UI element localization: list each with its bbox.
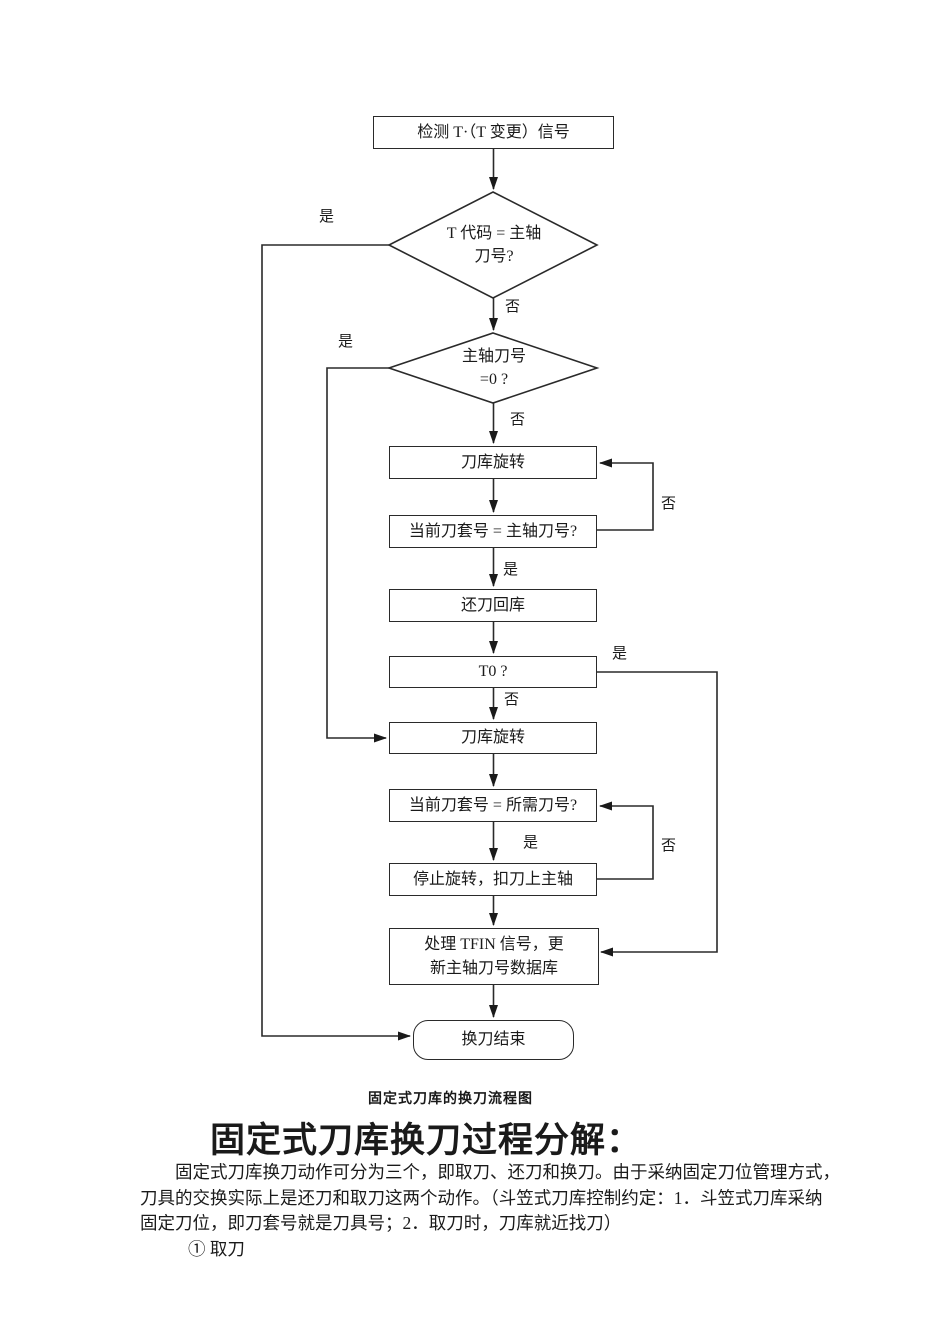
edge-label-loop2-no: 否 [660,838,678,855]
edge-t0-yes-tfin [597,671,718,957]
node-process-tfin: 处理 TFIN 信号，更 新主轴刀号数据库 [389,928,599,985]
paragraph-line: 固定式刀库换刀动作可分为三个，即取刀、还刀和换刀。由于采纳固定刀位管理方式， [175,1162,840,1182]
edge-label-t0-no: 否 [503,692,521,709]
node-rotate-magazine-1: 刀库旋转 [389,446,597,479]
node-t0-question: T0 ? [389,656,597,688]
edge-stop-no-qpn-loop [597,801,654,880]
edge-label-d1-yes: 是 [318,209,336,226]
node-start: 检测 T·（T 变更）信号 [373,116,614,149]
decision-diamond-spindle-zero [386,332,600,404]
list-item-take-tool: ① 取刀 [188,1238,245,1259]
edge-label-d2-no: 否 [509,412,527,429]
body-paragraph: 固定式刀库换刀动作可分为三个，即取刀、还刀和换刀。由于采纳固定刀位管理方式， 刀… [140,1160,850,1262]
edge-label-qps-yes: 是 [502,562,520,579]
node-return-tool: 还刀回库 [389,589,597,622]
edge-d1-yes-end [261,244,411,1041]
edge-label-t0-yes: 是 [611,646,629,663]
node-stop-clamp: 停止旋转，扣刀上主轴 [389,863,597,896]
edge-label-d1-no: 否 [504,299,522,316]
paragraph-line: 固定刀位，即刀套号就是刀具号；2．取刀时，刀库就近找刀） [140,1213,622,1233]
figure-caption: 固定式刀库的换刀流程图 [368,1092,533,1107]
paragraph-line: 刀具的交换实际上是还刀和取刀这两个动作。（斗笠式刀库控制约定：1．斗笠式刀库采纳 [140,1187,823,1208]
node-pocket-equals-needed: 当前刀套号 = 所需刀号? [389,789,597,822]
edge-label-qpn-yes: 是 [522,835,540,852]
edge-label-d2-yes: 是 [337,334,355,351]
node-rotate-magazine-2: 刀库旋转 [389,722,597,754]
edge-label-loop1-no: 否 [660,496,678,513]
node-pocket-equals-spindle: 当前刀套号 = 主轴刀号? [389,515,597,548]
section-heading: 固定式刀库换刀过程分解： [210,1121,643,1160]
decision-diamond-tcode [387,191,599,299]
edge-qps-no-rotate1-loop [597,458,654,531]
edge-d2-yes-rotate2 [326,367,389,743]
node-end: 换刀结束 [413,1020,574,1060]
